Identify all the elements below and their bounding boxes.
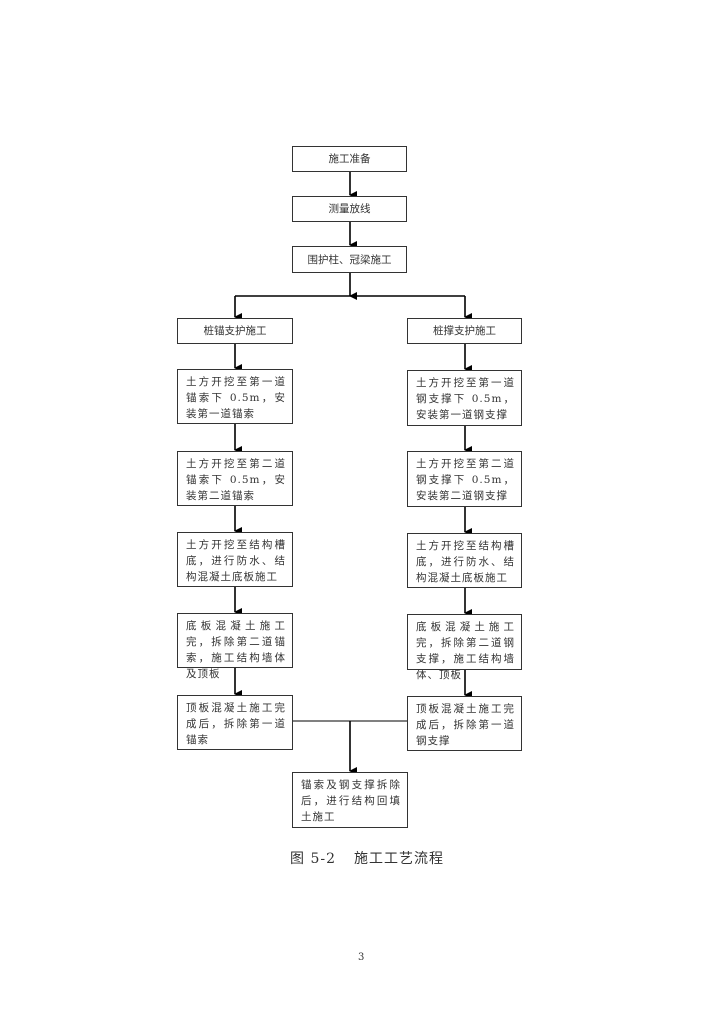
right-step-3: 土方开挖至结构槽底，进行防水、结构混凝土底板施工 xyxy=(407,533,522,588)
left-step-2: 土方开挖至第二道锚索下 0.5m，安装第二道锚索 xyxy=(177,451,293,506)
step-preparation: 施工准备 xyxy=(292,146,407,172)
right-step-1: 土方开挖至第一道钢支撑下 0.5m，安装第一道钢支撑 xyxy=(407,370,522,426)
left-branch-title: 桩锚支护施工 xyxy=(177,318,293,344)
final-step-backfill: 锚索及钢支撑拆除后，进行结构回填土施工 xyxy=(292,772,408,828)
left-step-1: 土方开挖至第一道锚索下 0.5m，安装第一道锚索 xyxy=(177,369,293,424)
right-step-5: 顶板混凝土施工完成后，拆除第一道钢支撑 xyxy=(407,696,522,751)
figure-number: 图 5-2 xyxy=(290,851,336,867)
step-survey: 测量放线 xyxy=(292,196,407,222)
left-step-3: 土方开挖至结构槽底，进行防水、结构混凝土底板施工 xyxy=(177,532,293,587)
right-branch-title: 桩撑支护施工 xyxy=(407,318,522,344)
left-step-5: 顶板混凝土施工完成后，拆除第一道锚索 xyxy=(177,695,293,750)
left-step-4: 底板混凝土施工完，拆除第二道锚索，施工结构墙体及顶板 xyxy=(177,613,293,680)
right-step-2: 土方开挖至第二道钢支撑下 0.5m，安装第二道钢支撑 xyxy=(407,451,522,507)
step-retaining-piles: 围护柱、冠梁施工 xyxy=(292,246,407,273)
figure-title: 施工工艺流程 xyxy=(354,851,444,867)
right-step-4: 底板混凝土施工完，拆除第二道钢支撑，施工结构墙体、顶板 xyxy=(407,614,522,681)
figure-caption: 图 5-2 施工工艺流程 xyxy=(290,848,444,868)
page-number: 3 xyxy=(358,952,365,963)
